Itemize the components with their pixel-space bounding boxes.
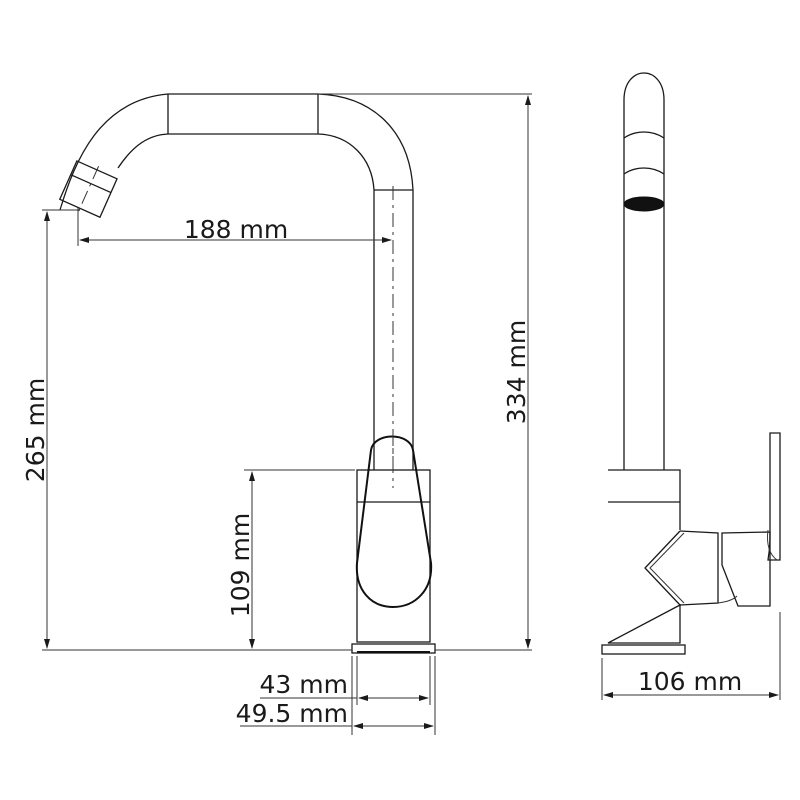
- side-view: [601, 72, 781, 655]
- dimension-lines: [42, 93, 781, 735]
- side-spout: [623, 72, 665, 470]
- front-view: [58, 93, 436, 654]
- dim-spout-reach: 188 mm: [184, 215, 288, 244]
- dim-outlet-height: 265 mm: [21, 378, 50, 482]
- dim-body-diameter: 43 mm: [260, 670, 348, 699]
- dim-base-diameter: 49.5 mm: [236, 699, 348, 728]
- side-body: [601, 432, 781, 655]
- lever-handle: [355, 435, 433, 609]
- dim-body-height: 109 mm: [226, 513, 255, 617]
- spout: [58, 93, 414, 470]
- dim-total-depth: 106 mm: [638, 667, 742, 696]
- dim-total-height: 334 mm: [502, 320, 531, 424]
- side-lever: [767, 432, 781, 561]
- spout-nozzle: [58, 160, 118, 219]
- aerator-outlet: [623, 196, 665, 212]
